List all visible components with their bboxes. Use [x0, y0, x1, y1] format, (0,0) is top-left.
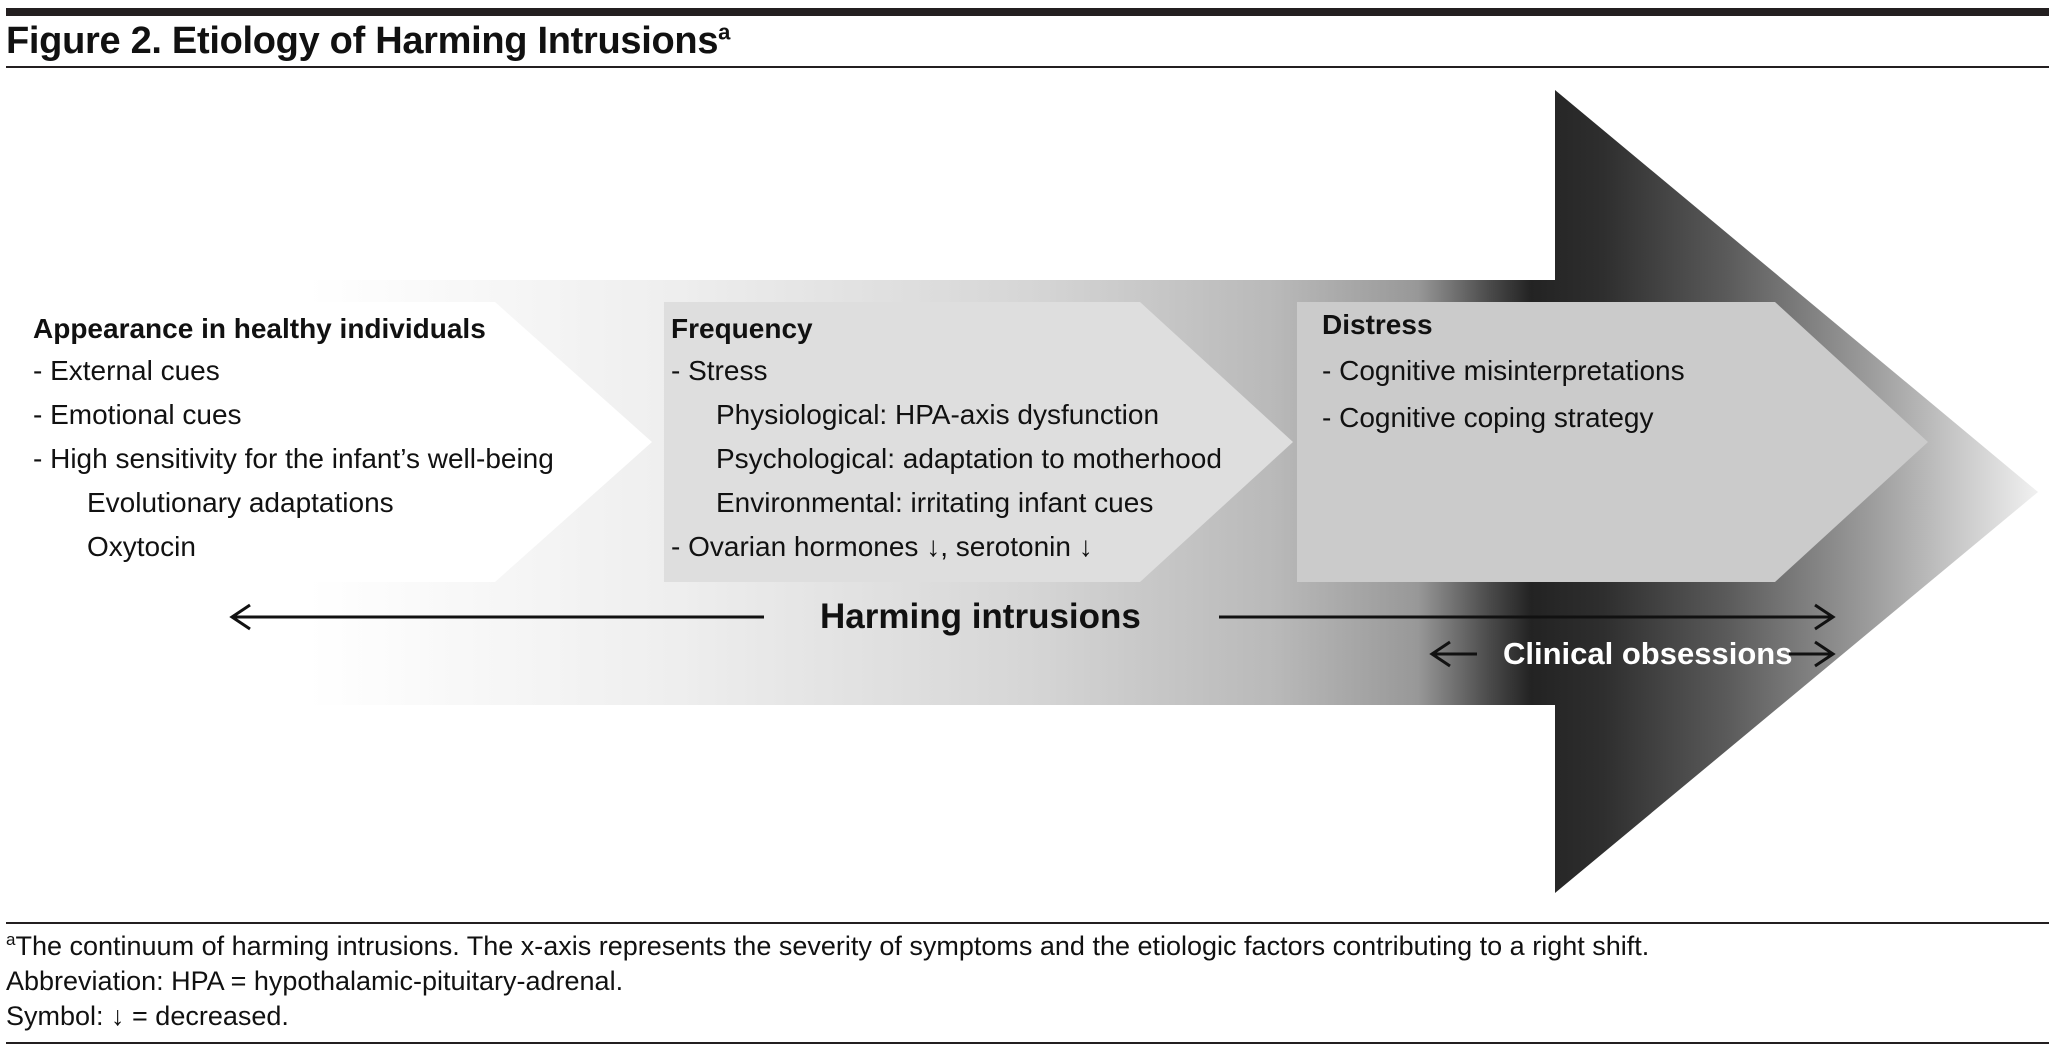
figure-title: Figure 2. Etiology of Harming Intrusions…	[6, 19, 731, 62]
harming-arrow-left-head	[229, 603, 251, 631]
top-rule	[6, 8, 2049, 16]
harming-arrow-right-head	[1814, 603, 1836, 631]
healthy-subitem: Evolutionary adaptations	[87, 487, 394, 518]
frequency-subitem: Physiological: HPA-axis dysfunction	[716, 399, 1160, 430]
footnote-abbreviation: Abbreviation: HPA = hypothalamic-pituita…	[6, 966, 624, 996]
harming-intrusions-label: Harming intrusions	[820, 597, 1141, 636]
title-superscript: a	[718, 19, 731, 45]
distress-chevron	[1297, 302, 1928, 582]
frequency-item: - Ovarian hormones ↓, serotonin ↓	[671, 531, 1093, 562]
frequency-subitem: Environmental: irritating infant cues	[716, 487, 1154, 518]
distress-title: Distress	[1322, 309, 1433, 340]
footnote-rule-bottom	[6, 1042, 2049, 1044]
frequency-item: - Stress	[671, 355, 768, 386]
healthy-subitem: Oxytocin	[87, 531, 196, 562]
footnote-note: aThe continuum of harming intrusions. Th…	[6, 930, 1650, 961]
healthy-item: - Emotional cues	[33, 399, 242, 430]
frequency-chevron	[664, 302, 1293, 582]
footnote-symbol: Symbol: ↓ = decreased.	[6, 1001, 289, 1031]
frequency-subitem: Psychological: adaptation to motherhood	[716, 443, 1222, 474]
clinical-obsessions-label: Clinical obsessions	[1503, 636, 1793, 671]
etiology-diagram	[22, 90, 2038, 893]
distress-item: - Cognitive misinterpretations	[1322, 355, 1685, 386]
title-rule	[6, 66, 2049, 68]
distress-item: - Cognitive coping strategy	[1322, 402, 1654, 433]
frequency-title: Frequency	[671, 313, 813, 344]
healthy-item: - High sensitivity for the infant’s well…	[33, 443, 554, 474]
clinical-arrow-right-head	[1814, 640, 1836, 668]
footnote-rule-top	[6, 922, 2049, 924]
footnote-superscript: a	[6, 930, 16, 949]
healthy-item: - External cues	[33, 355, 220, 386]
clinical-arrow-left-head	[1429, 640, 1451, 668]
healthy-chevron	[22, 302, 652, 582]
healthy-title: Appearance in healthy individuals	[33, 313, 486, 344]
